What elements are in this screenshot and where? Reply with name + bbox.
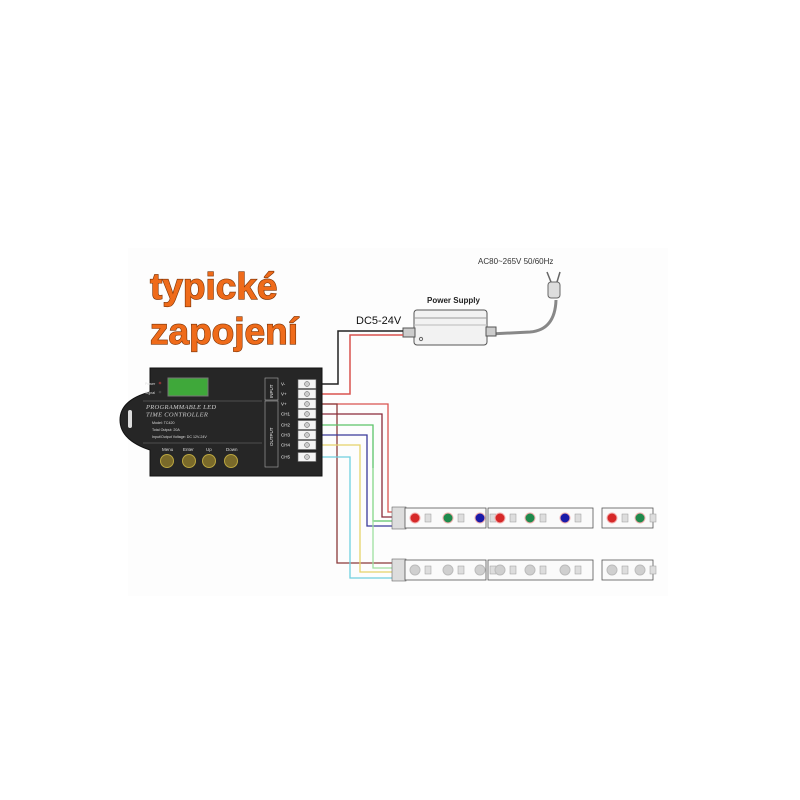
terminal-label: CH2 <box>281 423 290 428</box>
resistor-icon <box>509 565 517 575</box>
title-line-2: zapojení <box>150 311 300 352</box>
resistor-icon <box>539 565 547 575</box>
spec-output: Total Output: 20A <box>152 428 180 432</box>
led-icon <box>606 564 618 576</box>
led-icon <box>559 512 571 524</box>
controller-buttons: Menu Enter Up Down <box>160 447 238 468</box>
indicator-signal-label: Signal <box>145 391 155 395</box>
title-line-1: typické <box>150 266 278 307</box>
resistor-icon <box>574 565 582 575</box>
wire-ch2-strip2 <box>372 468 396 569</box>
screw-icon <box>304 422 310 428</box>
resistor-icon <box>457 565 465 575</box>
terminal-label: CH4 <box>281 443 290 448</box>
screw-icon <box>304 411 310 417</box>
screw-icon <box>304 442 310 448</box>
wire-ch5 <box>318 456 396 579</box>
resistor-icon <box>621 565 629 575</box>
signal-led-icon <box>158 390 162 394</box>
wire-dc-positive <box>318 334 403 395</box>
power-led-icon <box>158 381 162 385</box>
resistor-icon <box>649 513 657 523</box>
indicator-power-label: Power <box>145 382 156 386</box>
button-label-menu: Menu <box>162 447 174 452</box>
wire-dc-negative <box>318 330 403 385</box>
wire-ch1 <box>318 413 396 518</box>
led-icon <box>442 564 454 576</box>
button-label-enter: Enter <box>183 447 194 452</box>
resistor-icon <box>574 513 582 523</box>
ac-plug-icon <box>546 271 561 299</box>
power-supply-box <box>402 309 497 346</box>
strip-connector <box>391 506 407 530</box>
wire-ch3 <box>318 434 396 527</box>
terminal-label: V- <box>281 382 286 387</box>
resistor-icon <box>509 513 517 523</box>
section-output-label: OUTPUT <box>269 427 274 446</box>
down-button[interactable] <box>224 454 238 468</box>
dc-output-label: DC5-24V <box>356 315 402 327</box>
enter-button[interactable] <box>182 454 196 468</box>
rgb-led-strip-1 <box>391 506 657 530</box>
led-icon <box>474 512 486 524</box>
menu-button[interactable] <box>160 454 174 468</box>
led-icon <box>559 564 571 576</box>
led-icon <box>634 512 646 524</box>
led-icon <box>442 512 454 524</box>
screw-icon <box>304 401 310 407</box>
lcd-display <box>167 377 209 397</box>
resistor-icon <box>539 513 547 523</box>
strip-connector <box>391 558 407 582</box>
led-icon <box>524 564 536 576</box>
led-strip-2 <box>391 558 657 582</box>
up-button[interactable] <box>202 454 216 468</box>
spec-model: Model: TC420 <box>152 421 175 425</box>
spec-voltage: Input/Output Voltage: DC 12V-24V <box>152 435 207 439</box>
wire-vplus-strip2 <box>318 403 396 564</box>
resistor-icon <box>424 513 432 523</box>
screw-icon <box>304 454 310 460</box>
terminal-label: V+ <box>281 402 287 407</box>
terminal-label: V+ <box>281 392 287 397</box>
terminal-label: CH5 <box>281 455 290 460</box>
screw-icon <box>304 432 310 438</box>
screw-icon <box>304 381 310 387</box>
output-wires <box>318 403 396 579</box>
resistor-icon <box>457 513 465 523</box>
led-icon <box>409 564 421 576</box>
resistor-icon <box>649 565 657 575</box>
button-label-down: Down <box>226 447 238 452</box>
led-icon <box>494 564 506 576</box>
terminal-label: CH3 <box>281 433 290 438</box>
wire-ch4 <box>318 444 396 573</box>
ac-cable <box>489 299 558 336</box>
terminal-label: CH1 <box>281 412 290 417</box>
power-supply-label: Power Supply <box>427 296 480 305</box>
resistor-icon <box>424 565 432 575</box>
button-label-up: Up <box>206 447 212 452</box>
led-icon <box>494 512 506 524</box>
led-icon <box>409 512 421 524</box>
led-icon <box>474 564 486 576</box>
ac-input-label: AC80~265V 50/60Hz <box>478 257 553 266</box>
led-icon <box>606 512 618 524</box>
section-input-label: INPUT <box>269 384 274 398</box>
led-icon <box>634 564 646 576</box>
screw-icon <box>304 391 310 397</box>
resistor-icon <box>621 513 629 523</box>
led-icon <box>524 512 536 524</box>
